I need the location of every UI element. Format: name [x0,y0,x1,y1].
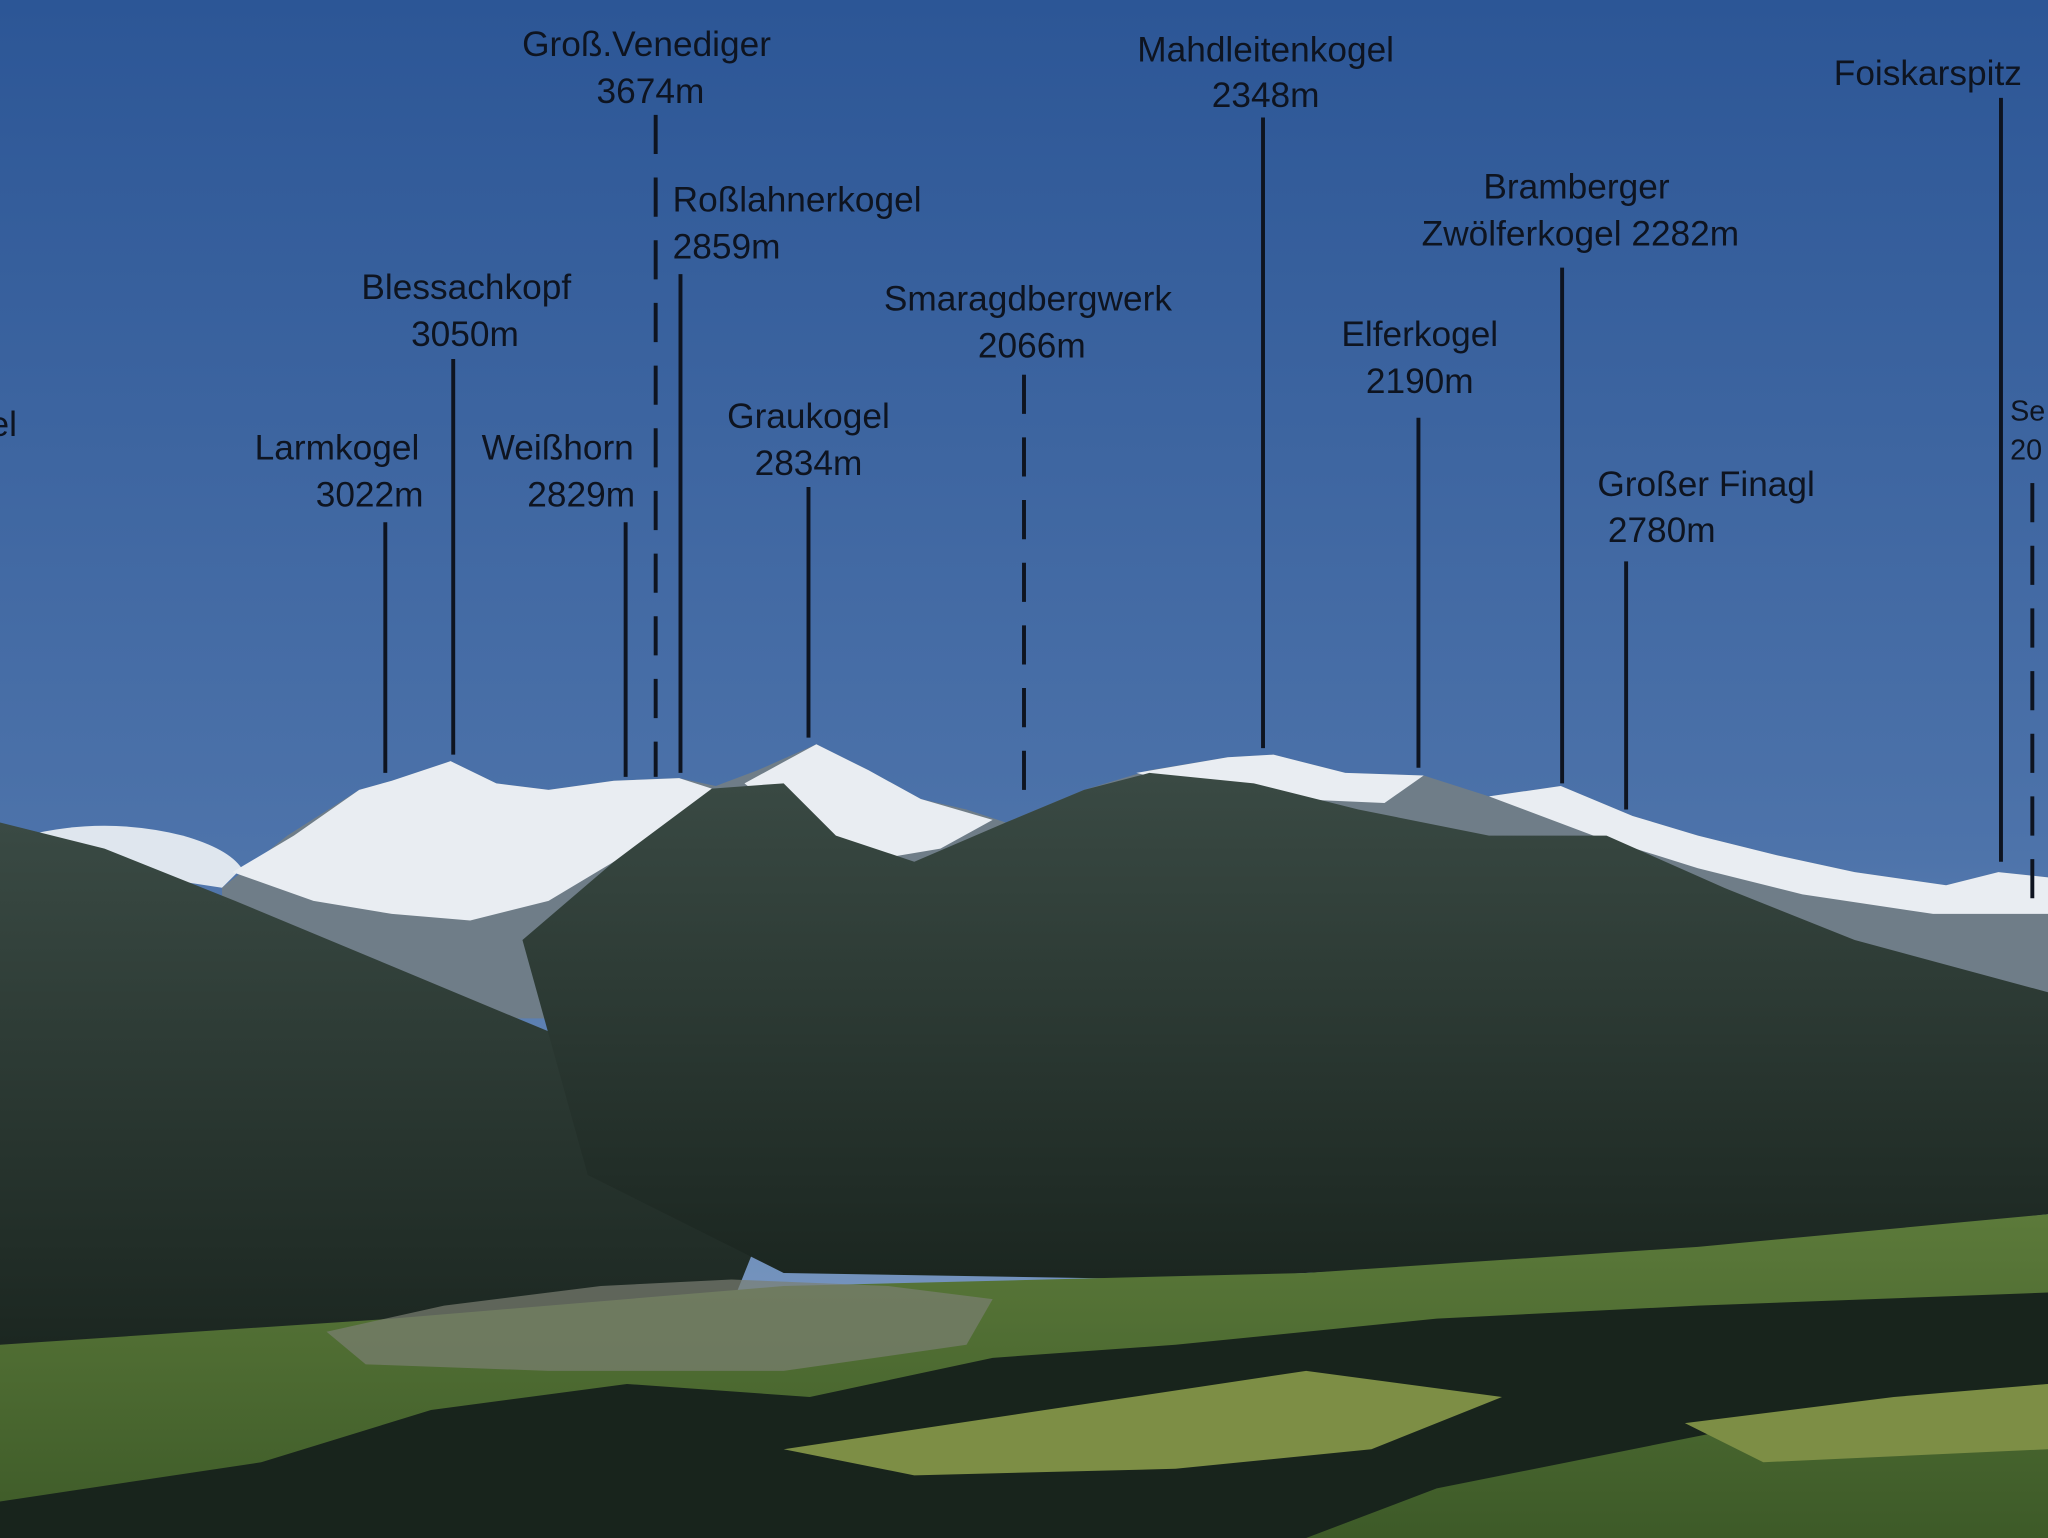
peak-height: 2348m [1212,76,1320,115]
peak-name: Groß.Venediger [522,25,771,64]
peak-height: Zwölferkogel 2282m [1422,214,1739,253]
peak-name: el [0,405,17,444]
peak-name: Graukogel [727,397,890,436]
peak-height: 2829m [527,476,635,515]
peak-labels: el Larmkogel 3022m Blessachkopf 3050m We… [0,25,2045,550]
peak-height: 2066m [978,327,1086,366]
peak-height: 3050m [411,315,519,354]
mountain-center [522,772,2048,1280]
peak-name: Großer Finagl [1597,465,1814,504]
peak-name: Weißhorn [482,429,634,468]
peak-name: Larmkogel [255,429,420,468]
peak-height: 2190m [1366,362,1474,401]
peak-height: 2780m [1608,511,1716,550]
village [326,1279,993,1371]
mountain-left [0,822,784,1358]
peak-name: Bramberger [1483,167,1669,206]
peak-name: Elferkogel [1341,315,1498,354]
peak-name: Foiskarspitz [1834,54,2022,93]
peak-name: Blessachkopf [361,268,571,307]
peak-height: 20 [2010,435,2042,467]
meadow-foreground [783,1370,2048,1476]
peak-name: Smaragdbergwerk [884,280,1172,319]
peak-height: 3674m [597,72,705,111]
snowfields [232,744,2048,921]
cloud [26,825,242,888]
peak-height: 2834m [755,444,863,483]
peak-name: Se [2010,395,2045,427]
peak-name: Roßlahnerkogel [673,181,922,220]
peak-height: 3022m [316,476,424,515]
annotation-lines [383,97,2035,914]
peak-height: 2859m [673,228,781,267]
peak-name: Mahdleitenkogel [1137,30,1394,69]
